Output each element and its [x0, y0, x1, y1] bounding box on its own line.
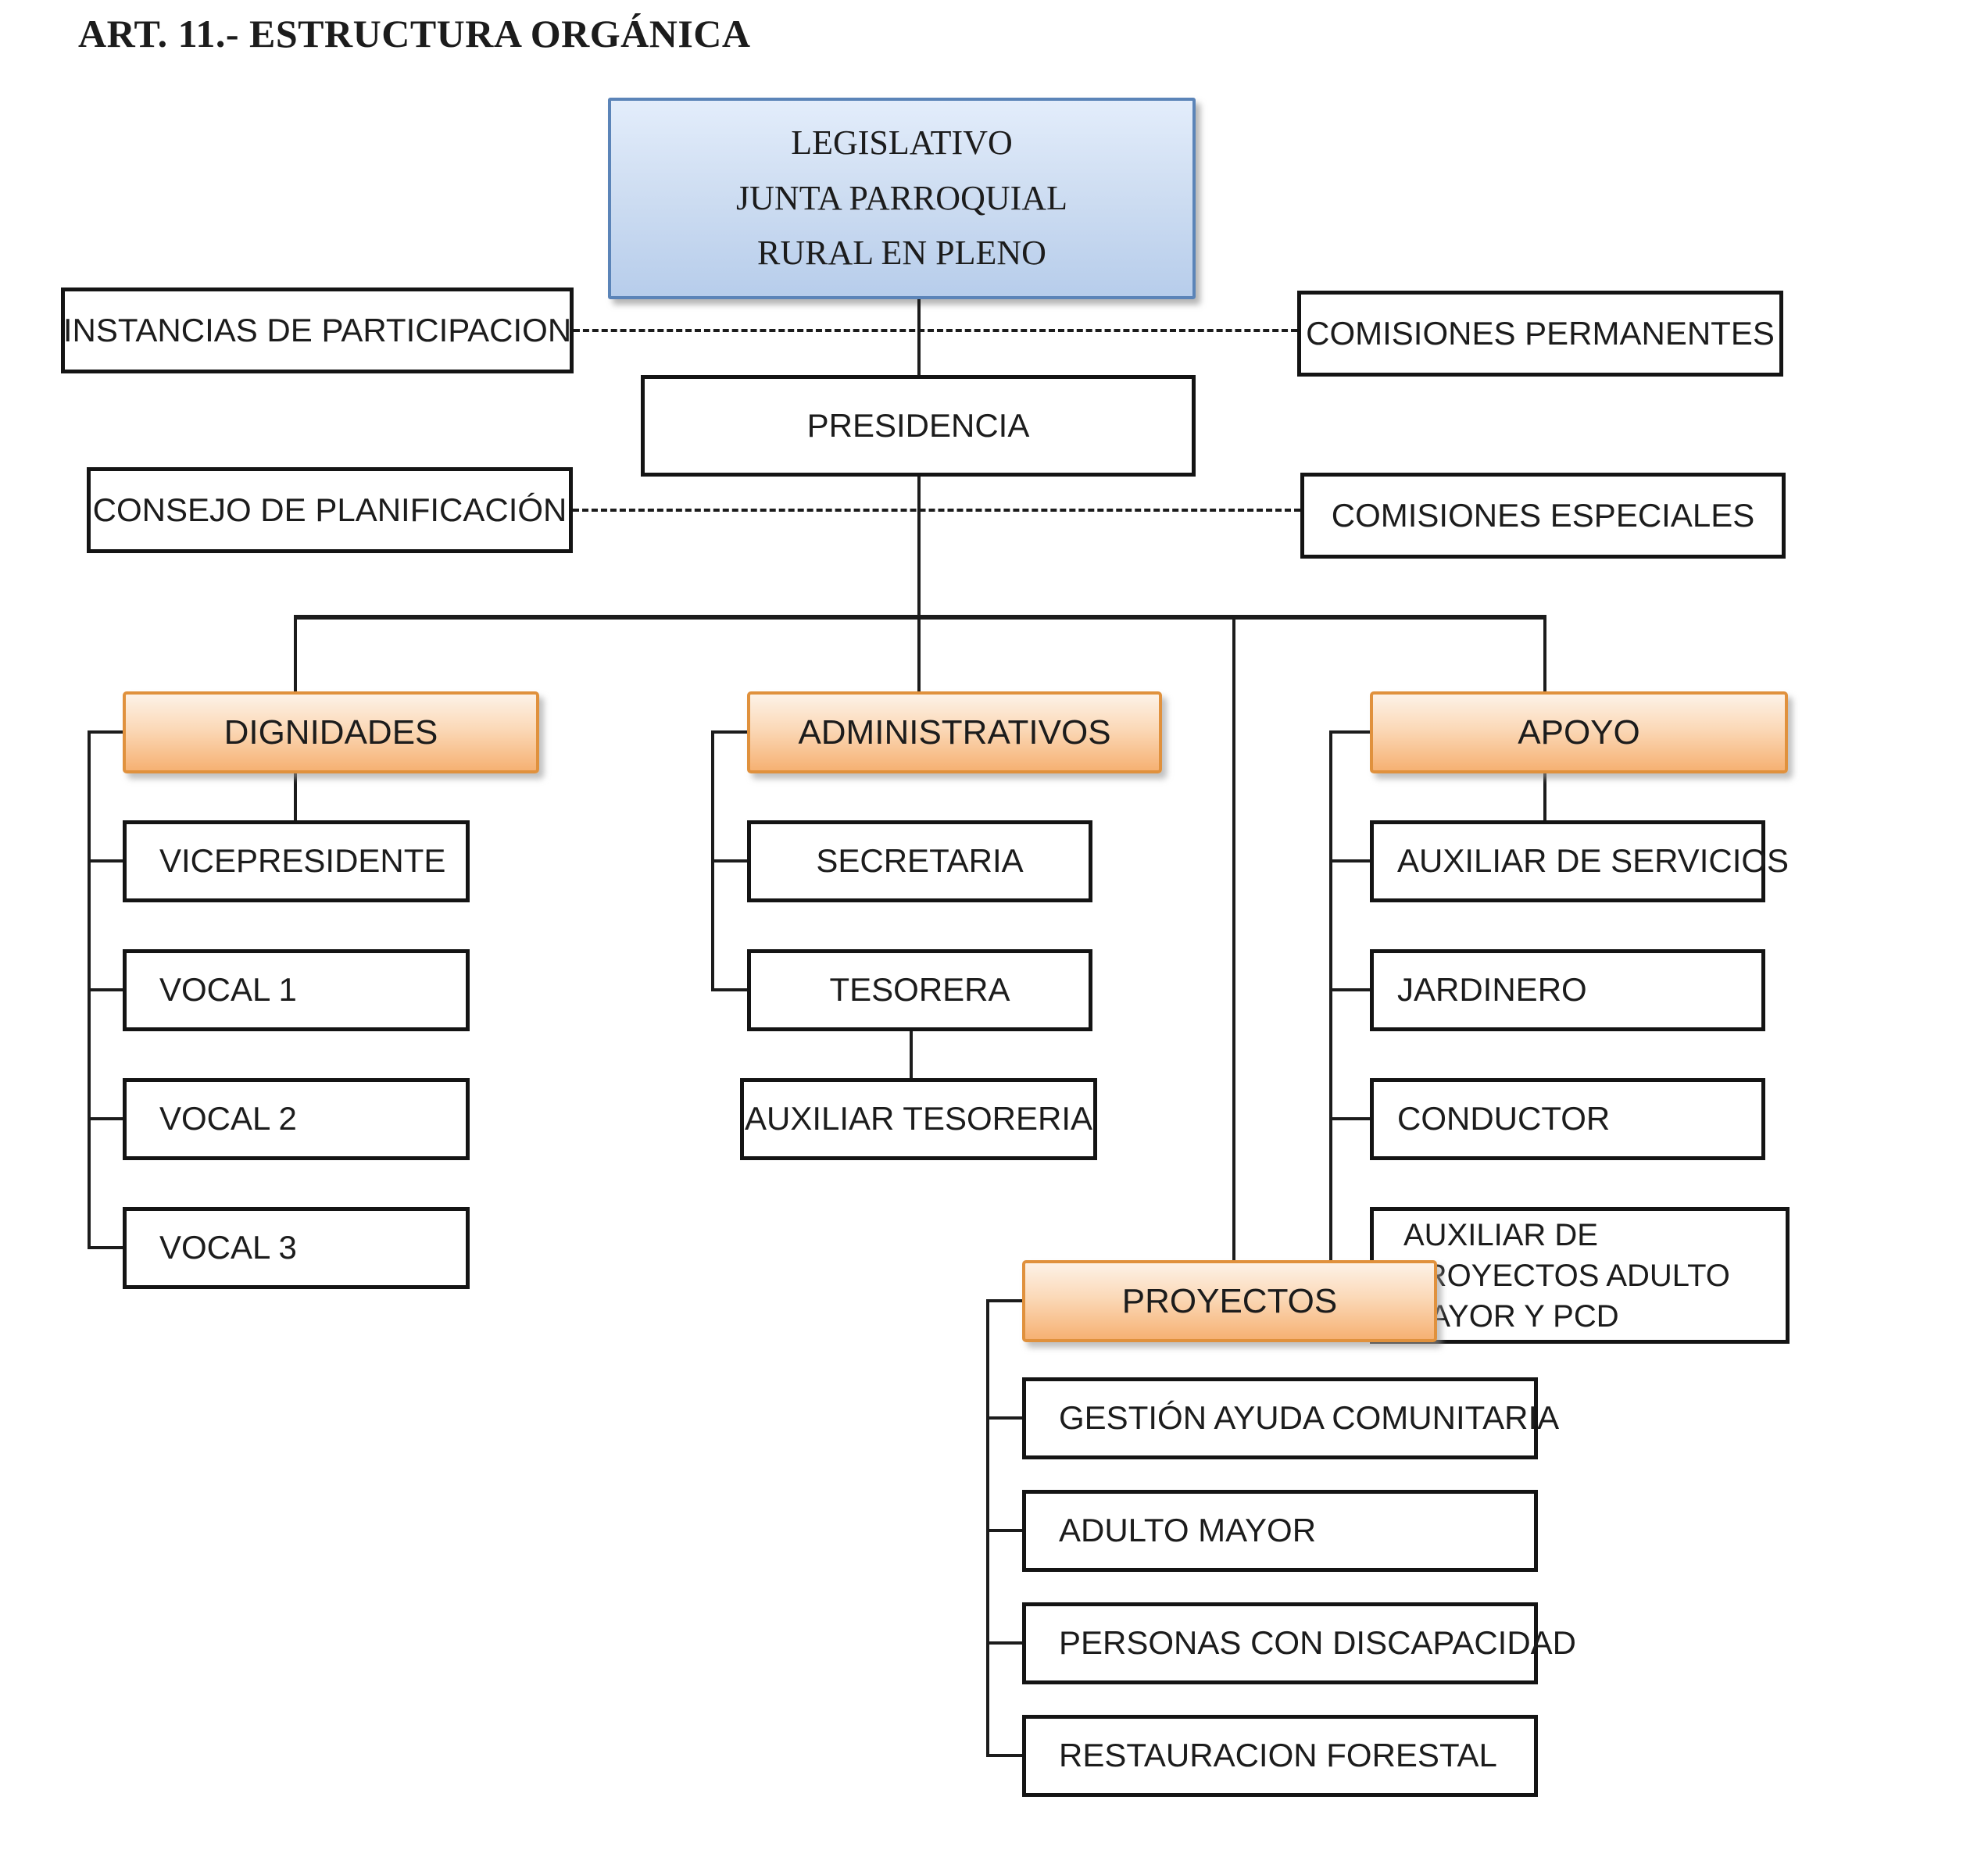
stub-auxiliar-servicios: [1329, 859, 1370, 862]
node-consejo-de-planificacion: CONSEJO DE PLANIFICACIÓN: [87, 467, 573, 553]
connector-drop-proyectos: [1232, 615, 1235, 1260]
node-instancias-de-participacion: INSTANCIAS DE PARTICIPACION: [61, 288, 574, 373]
stub-restauracion: [986, 1754, 1022, 1757]
node-auxiliar-de-servicios-label: AUXILIAR DE SERVICIOS: [1397, 842, 1790, 880]
stub-tesorera: [711, 988, 747, 991]
stub-vicepresidente: [88, 859, 123, 862]
header-administrativos-label: ADMINISTRATIVOS: [798, 712, 1111, 752]
stub-apoyo-header: [1329, 730, 1370, 734]
stub-proyectos-header: [986, 1299, 1022, 1302]
header-apoyo-label: APOYO: [1518, 712, 1640, 752]
stub-gestion: [986, 1416, 1022, 1420]
stub-administrativos-header: [711, 730, 747, 734]
node-header-dignidades: DIGNIDADES: [123, 691, 539, 773]
node-tesorera-label: TESORERA: [829, 971, 1010, 1009]
node-presidencia-label: PRESIDENCIA: [806, 406, 1030, 444]
stub-adulto-mayor: [986, 1529, 1022, 1532]
node-jardinero-label: JARDINERO: [1397, 971, 1587, 1009]
connector-drop-dignidades: [294, 615, 297, 691]
dashed-line-instancias-comisiones: [574, 329, 1297, 332]
node-tesorera: TESORERA: [747, 949, 1092, 1031]
node-vocal-3: VOCAL 3: [123, 1207, 470, 1289]
node-auxiliar-proyectos-label: AUXILIAR DE PROYECTOS ADULTO MAYOR Y PCD: [1403, 1217, 1730, 1334]
connector-apoyo-auxiliar-servicios: [1543, 773, 1546, 820]
stub-dignidades-header: [88, 730, 123, 734]
stub-secretaria: [711, 859, 747, 862]
node-restauracion-forestal: RESTAURACION FORESTAL: [1022, 1715, 1538, 1797]
bracket-proyectos: [986, 1299, 989, 1757]
node-vicepresidente: VICEPRESIDENTE: [123, 820, 470, 902]
node-vocal-3-label: VOCAL 3: [159, 1229, 297, 1266]
page-title: ART. 11.- ESTRUCTURA ORGÁNICA: [78, 12, 751, 55]
node-auxiliar-de-servicios: AUXILIAR DE SERVICIOS: [1370, 820, 1789, 902]
node-vocal-1: VOCAL 1: [123, 949, 470, 1031]
node-gestion-label: GESTIÓN AYUDA COMUNITARIA: [1059, 1399, 1560, 1437]
node-header-administrativos: ADMINISTRATIVOS: [747, 691, 1162, 773]
node-presidencia: PRESIDENCIA: [641, 375, 1196, 477]
node-legislativo-line1: LEGISLATIVO: [791, 123, 1013, 162]
node-comisiones-permanentes: COMISIONES PERMANENTES: [1297, 291, 1783, 377]
dashed-line-consejo-comisiones: [573, 509, 1300, 512]
stub-vocal-3: [88, 1246, 123, 1249]
node-jardinero: JARDINERO: [1370, 949, 1765, 1031]
node-conductor-label: CONDUCTOR: [1397, 1100, 1611, 1138]
stub-vocal-1: [88, 988, 123, 991]
node-comisiones-permanentes-label: COMISIONES PERMANENTES: [1306, 314, 1775, 352]
node-restauracion-label: RESTAURACION FORESTAL: [1059, 1737, 1497, 1774]
node-secretaria: SECRETARIA: [747, 820, 1092, 902]
node-conductor: CONDUCTOR: [1370, 1078, 1765, 1160]
stub-jardinero: [1329, 988, 1370, 991]
header-proyectos-label: PROYECTOS: [1121, 1281, 1338, 1320]
connector-root-presidencia: [917, 299, 921, 375]
node-vicepresidente-label: VICEPRESIDENTE: [159, 842, 446, 880]
node-legislativo-line3: RURAL EN PLENO: [757, 234, 1046, 273]
node-header-apoyo: APOYO: [1370, 691, 1788, 773]
node-adulto-mayor: ADULTO MAYOR: [1022, 1490, 1538, 1572]
node-header-proyectos: PROYECTOS: [1022, 1260, 1437, 1342]
stub-personas: [986, 1641, 1022, 1645]
bracket-apoyo: [1329, 730, 1332, 1277]
node-comisiones-especiales: COMISIONES ESPECIALES: [1300, 473, 1786, 559]
node-consejo-label: CONSEJO DE PLANIFICACIÓN: [92, 491, 567, 528]
connector-presidencia-branch: [917, 477, 921, 617]
node-vocal-2: VOCAL 2: [123, 1078, 470, 1160]
node-gestion-ayuda-comunitaria: GESTIÓN AYUDA COMUNITARIA: [1022, 1377, 1559, 1459]
node-auxiliar-tesoreria: AUXILIAR TESORERIA: [740, 1078, 1097, 1160]
connector-drop-administrativos: [917, 615, 921, 691]
connector-drop-apoyo: [1543, 615, 1546, 691]
stub-conductor: [1329, 1117, 1370, 1120]
connector-tesorera-auxiliar: [910, 1031, 913, 1078]
node-legislativo: LEGISLATIVO JUNTA PARROQUIAL RURAL EN PL…: [608, 98, 1196, 299]
node-personas-con-discapacidad: PERSONAS CON DISCAPACIDAD: [1022, 1602, 1576, 1684]
stub-vocal-2: [88, 1117, 123, 1120]
node-vocal-2-label: VOCAL 2: [159, 1100, 297, 1138]
node-instancias-label: INSTANCIAS DE PARTICIPACION: [63, 311, 572, 348]
node-comisiones-especiales-label: COMISIONES ESPECIALES: [1331, 496, 1755, 534]
connector-dignidades-vicepresidente: [294, 773, 297, 820]
node-auxiliar-tesoreria-label: AUXILIAR TESORERIA: [744, 1100, 1093, 1138]
header-dignidades-label: DIGNIDADES: [223, 712, 438, 752]
node-vocal-1-label: VOCAL 1: [159, 971, 297, 1009]
node-adulto-mayor-label: ADULTO MAYOR: [1059, 1512, 1317, 1549]
node-personas-label: PERSONAS CON DISCAPACIDAD: [1059, 1624, 1577, 1662]
node-secretaria-label: SECRETARIA: [816, 842, 1024, 880]
node-legislativo-line2: JUNTA PARROQUIAL: [736, 178, 1067, 217]
